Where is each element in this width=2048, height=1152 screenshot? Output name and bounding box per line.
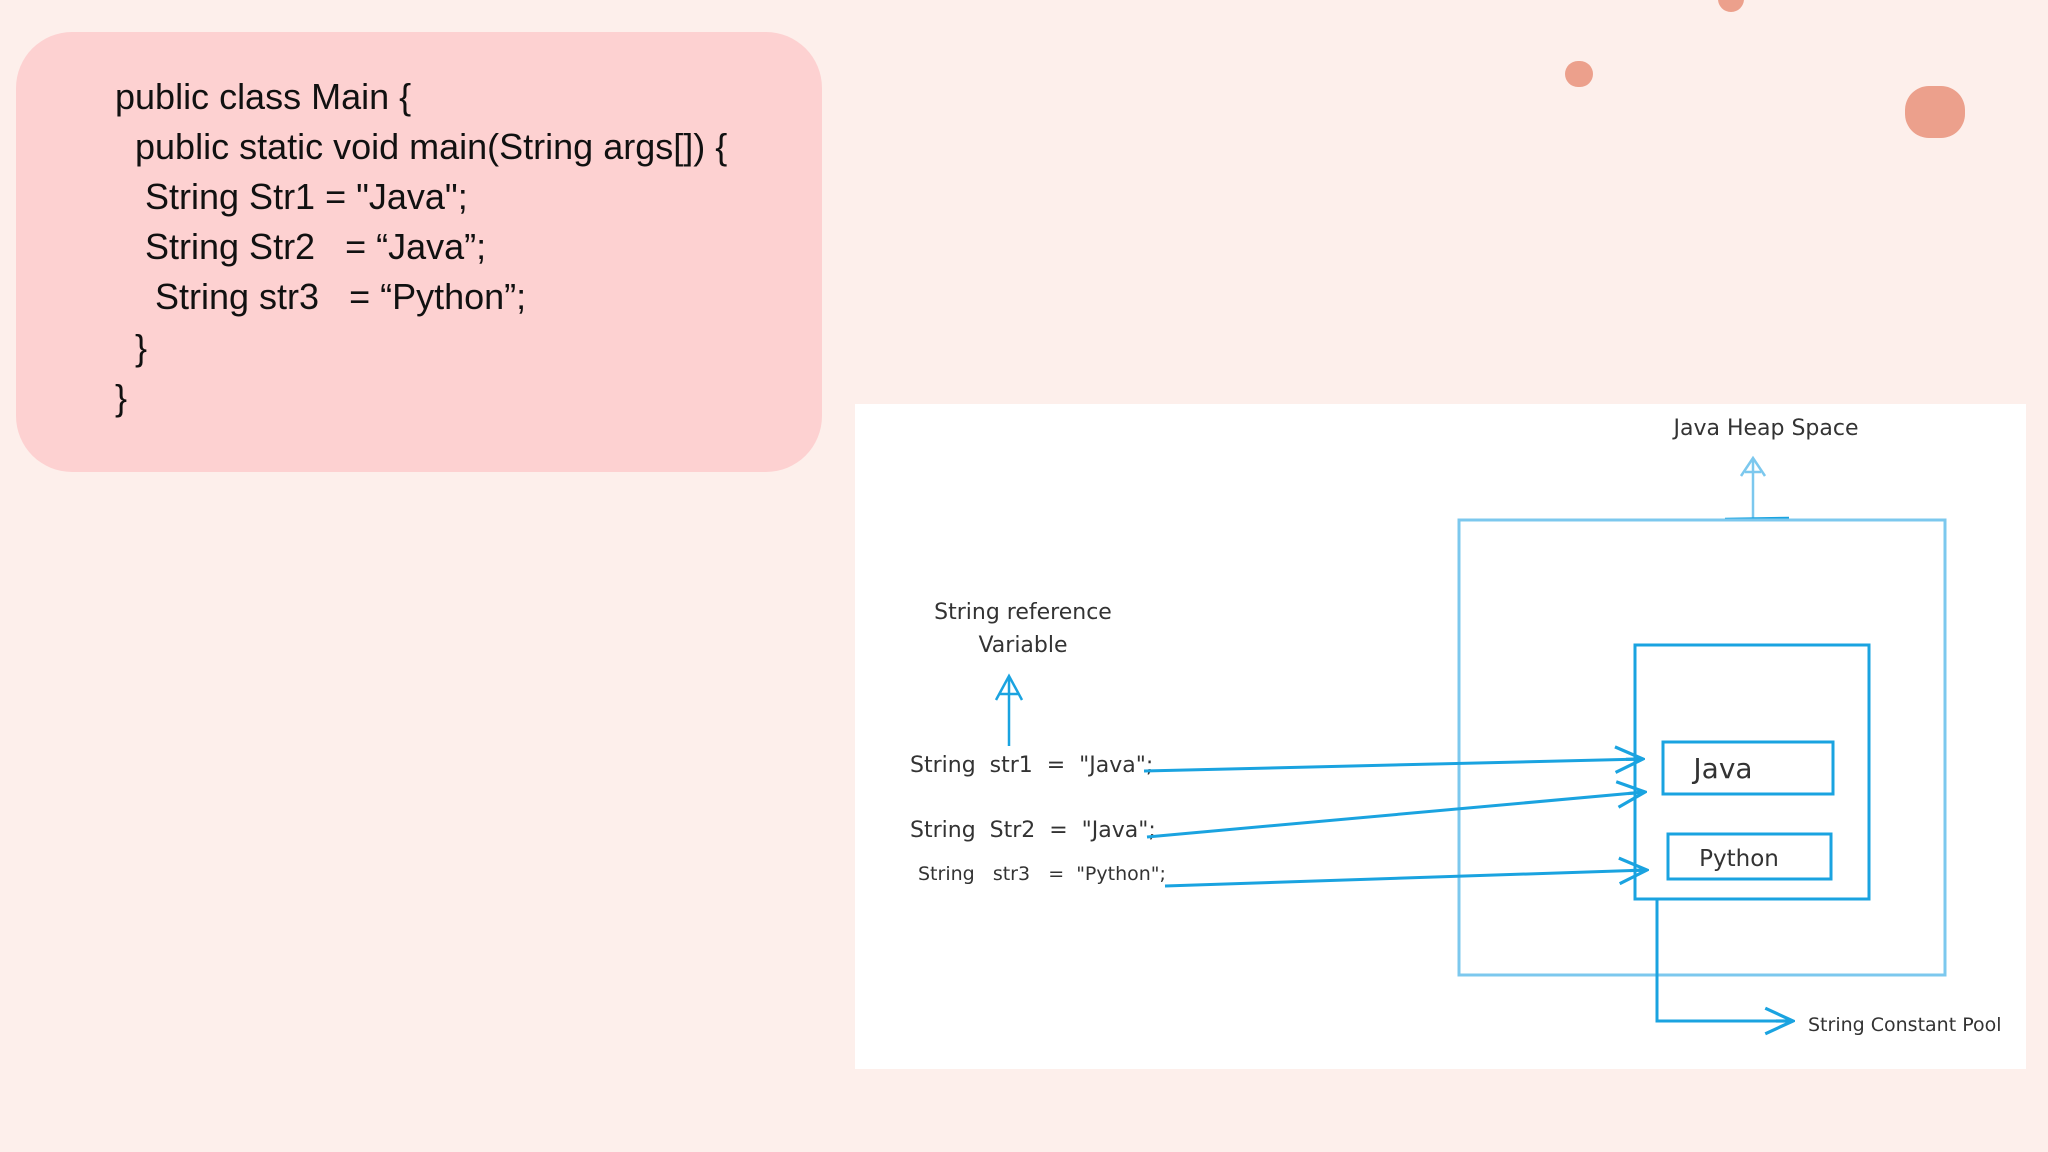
code-line-3: String Str1 = "Java"; xyxy=(115,176,468,217)
heap-up-arrow xyxy=(1724,455,1790,521)
heap-space-label: Java Heap Space xyxy=(1671,416,1858,441)
pool-java-value: Java xyxy=(1691,752,1752,785)
decorative-dot-large xyxy=(1905,86,1965,138)
statement-str1: String str1 = "Java"; xyxy=(910,753,1153,778)
arrow-str1-to-java xyxy=(1143,759,1643,771)
arrow-to-string-pool-label xyxy=(1655,899,1793,1021)
reference-up-arrow xyxy=(994,673,1024,746)
statement-str3: String str3 = "Python"; xyxy=(918,863,1166,885)
decorative-dot-small xyxy=(1565,61,1593,87)
arrow-str3-to-python xyxy=(1164,870,1647,888)
statement-str2: String Str2 = "Java"; xyxy=(910,818,1156,843)
memory-diagram-svg: Java Heap Space Java Python String refer… xyxy=(910,416,2002,1036)
reference-variable-label-line1: String reference xyxy=(934,600,1112,625)
pool-java-box xyxy=(1661,740,1835,796)
pool-python-box xyxy=(1666,832,1833,881)
memory-diagram: Java Heap Space Java Python String refer… xyxy=(855,404,2026,1069)
pool-python-value: Python xyxy=(1699,846,1779,872)
code-line-6: } xyxy=(115,327,148,368)
decorative-dot-top xyxy=(1718,0,1744,12)
code-line-7: } xyxy=(115,377,128,418)
arrow-str2-to-java xyxy=(1146,792,1645,839)
code-line-2: public static void main(String args[]) { xyxy=(115,126,728,167)
code-line-5: String str3 = “Python”; xyxy=(115,276,527,317)
code-line-4: String Str2 = “Java”; xyxy=(115,226,487,267)
code-line-1: public class Main { xyxy=(115,76,412,117)
string-constant-pool-label: String Constant Pool xyxy=(1808,1014,2002,1036)
reference-variable-label-line2: Variable xyxy=(978,633,1067,658)
code-card: public class Main { public static void m… xyxy=(16,32,822,472)
heap-box xyxy=(1457,518,1947,977)
